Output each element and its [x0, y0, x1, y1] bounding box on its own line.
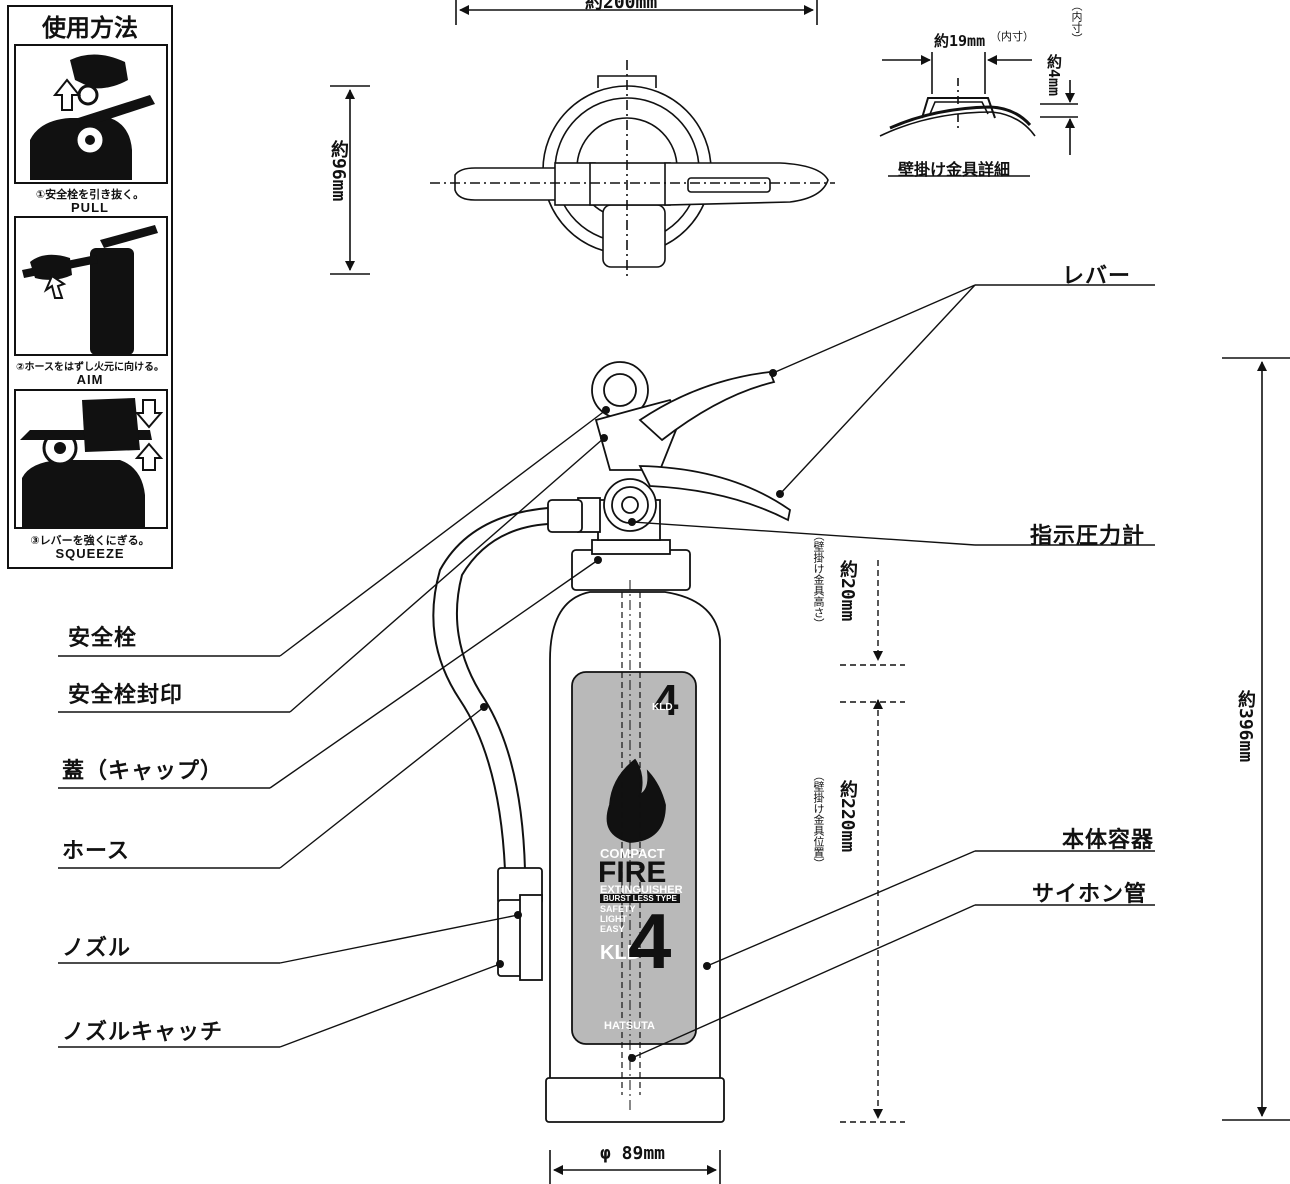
usage-panel — [7, 5, 173, 569]
plate-feature-safety: SAFETY — [600, 904, 636, 914]
step1-caption: ①安全栓を引き抜く。 — [35, 188, 145, 201]
plate-fire: FIRE — [598, 856, 667, 889]
step3-caption: ③レバーを強くにぎる。 — [30, 534, 150, 547]
callout-body: 本体容器 — [1062, 828, 1155, 853]
callout-safety-pin: 安全栓 — [68, 626, 138, 651]
wall-hook-detail — [879, 52, 1078, 177]
plate-feature-easy: EASY — [600, 924, 625, 934]
callout-cap: 蓋（キャップ） — [62, 759, 224, 784]
diameter-dimension — [549, 1150, 721, 1184]
label-plate — [571, 671, 697, 1045]
callout-pin-seal: 安全栓封印 — [68, 683, 184, 708]
total-height-dimension — [1222, 357, 1290, 1121]
total-height-label: 約396mm — [1235, 690, 1256, 763]
hook-width-note: （内寸） — [990, 30, 1034, 43]
mount-position-note: （壁掛け金具位置） — [812, 770, 825, 869]
hook-detail-caption: 壁掛け金具詳細 — [898, 160, 1011, 179]
callout-siphon: サイホン管 — [1032, 882, 1148, 907]
step1-action: PULL — [71, 200, 109, 215]
hand-illustration — [30, 254, 72, 280]
hand-illustration — [82, 398, 140, 452]
hand-illustration — [70, 54, 128, 89]
plate-model-top: KLD — [652, 702, 673, 713]
mount-height-label: 約20mm — [837, 560, 858, 622]
plate-feature-light: LIGHT — [600, 914, 627, 924]
plate-extinguisher: EXTINGUISHER — [600, 884, 683, 896]
mount-dimensions — [840, 560, 905, 1123]
plate-brand: HATSUTA — [604, 1020, 655, 1032]
mount-height-note: （壁掛け金具高さ） — [812, 530, 825, 629]
down-arrow-icon — [134, 399, 164, 429]
head-depth-label: 約96mm — [328, 140, 349, 202]
plate-number: 4 — [628, 897, 672, 985]
top-width-label: 約200mm — [585, 0, 658, 13]
callout-lever: レバー — [1062, 264, 1132, 289]
callout-leaders — [58, 284, 1155, 1059]
hook-width-label: 約19mm — [934, 32, 986, 50]
callout-nozzle: ノズル — [62, 936, 132, 961]
plate-model: KLD — [600, 942, 642, 964]
curve-arrow-icon — [43, 274, 67, 299]
hook-depth-note: （内寸） — [1070, 0, 1083, 44]
usage-title: 使用方法 — [42, 14, 138, 42]
top-width-dimension — [455, 0, 818, 25]
step2-action: AIM — [76, 372, 104, 387]
diameter-label: φ 89mm — [600, 1143, 666, 1164]
extinguisher-front-view — [432, 361, 791, 1123]
step2-caption: ②ホースをはずし火元に向ける。 — [16, 362, 164, 373]
head-depth-dimension — [330, 85, 370, 275]
plate-burst: BURST LESS TYPE — [600, 894, 680, 903]
plate-number-top: 4 — [654, 676, 679, 725]
callout-gauge: 指示圧力計 — [1030, 524, 1146, 549]
top-view — [430, 60, 835, 280]
mount-position-label: 約220mm — [837, 780, 858, 853]
callout-nozzle-catch: ノズルキャッチ — [62, 1020, 224, 1045]
up-arrow-icon — [134, 442, 164, 471]
extinguisher-body-illustration — [90, 248, 134, 355]
hook-depth-label: 約4mm — [1045, 54, 1063, 97]
up-arrow-icon — [52, 78, 82, 111]
plate-compact: COMPACT — [600, 846, 665, 861]
callout-hose: ホース — [62, 839, 130, 864]
step3-action: SQUEEZE — [55, 546, 125, 561]
